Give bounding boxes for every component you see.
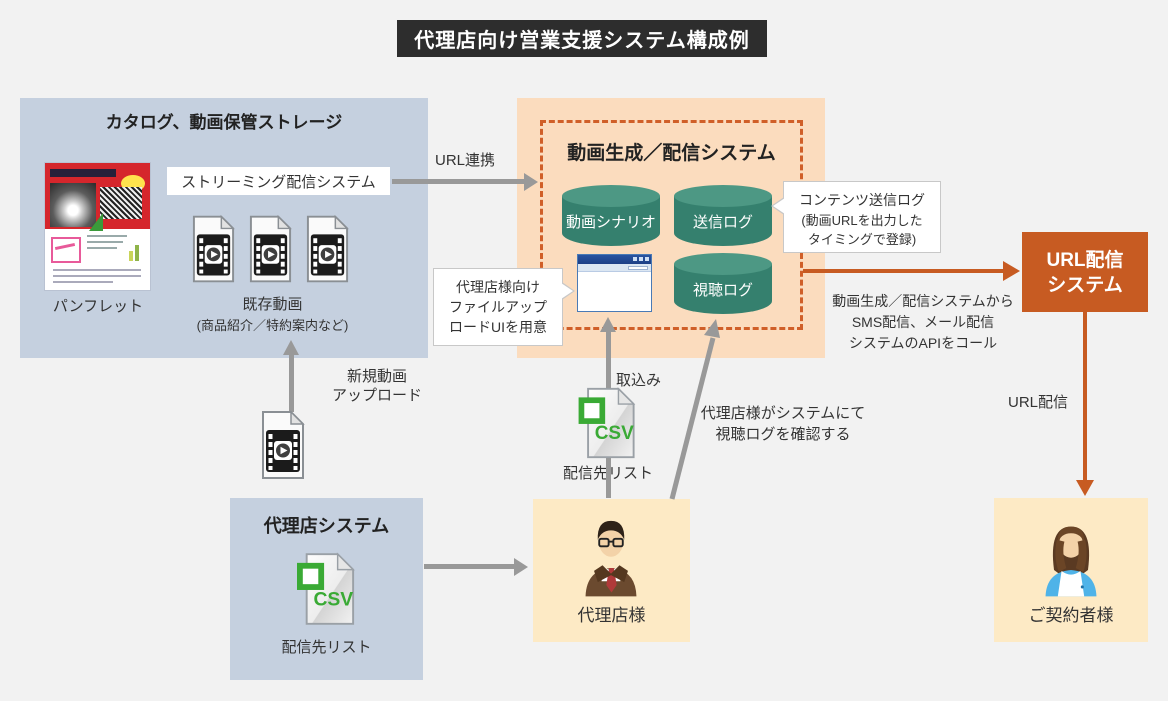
upload-ui-callout-line2: ファイルアップ <box>449 299 547 315</box>
pamphlet-art <box>87 241 123 243</box>
video-file-icon <box>306 214 349 283</box>
video-system-title: 動画生成／配信システム <box>567 143 776 164</box>
db-video-scenario-label: 動画シナリオ <box>565 214 656 231</box>
pamphlet-art <box>53 281 113 283</box>
url-delivery-arrow-line <box>1083 312 1087 480</box>
window-close-icon <box>645 257 649 261</box>
upload-arrow-line <box>289 353 294 412</box>
view-log-note: 代理店様がシステムにて 視聴ログを確認する <box>688 403 878 445</box>
pamphlet-art <box>53 269 141 271</box>
api-call-note-line1: 動画生成／配信システムから <box>832 293 1014 309</box>
agent-person-icon <box>585 520 637 597</box>
pamphlet-art <box>89 213 103 231</box>
db-send-log-label: 送信ログ <box>692 214 753 231</box>
pamphlet-art <box>135 245 139 261</box>
agency-csv-label: 配信先リスト <box>281 639 372 656</box>
agent-label: 代理店様 <box>577 606 646 625</box>
agency-to-agent-arrow-line <box>424 564 514 569</box>
content-log-callout-line3: タイミングで登録) <box>807 232 917 247</box>
import-arrow-head <box>600 317 616 332</box>
upload-ui-callout: 代理店様向け ファイルアップ ロードUIを用意 <box>433 268 575 346</box>
api-call-arrow-line <box>803 269 1004 273</box>
view-log-note-line1: 代理店様がシステムにて <box>700 405 866 422</box>
db-view-log-label: 視聴ログ <box>692 282 753 299</box>
pamphlet-art <box>129 251 133 261</box>
streaming-system-label: ストリーミング配信システム <box>167 167 390 195</box>
url-system-label-line1: URL配信 <box>1046 250 1124 271</box>
pamphlet-image <box>45 163 150 290</box>
upload-ui-callout-line3: ロードUIを用意 <box>449 319 547 335</box>
pamphlet-art <box>50 169 116 177</box>
url-link-label: URL連携 <box>435 152 496 169</box>
api-call-note-line2: SMS配信、メール配信 <box>851 314 995 330</box>
new-video-upload-label: 新規動画 アップロード <box>322 367 432 405</box>
video-file-icon <box>192 214 235 283</box>
pamphlet-art <box>87 247 117 249</box>
import-label: 取込み <box>616 372 662 389</box>
window-maximize-icon <box>639 257 643 261</box>
url-delivery-label: URL配信 <box>1008 394 1069 411</box>
url-link-arrow-line <box>392 179 524 184</box>
window-title-bar <box>578 255 651 264</box>
agency-to-agent-arrow-head <box>514 558 528 576</box>
pamphlet-label: パンフレット <box>52 298 144 315</box>
agency-system-title: 代理店システム <box>263 516 390 536</box>
api-call-arrow-head <box>1003 261 1020 281</box>
storage-panel-title: カタログ、動画保管ストレージ <box>105 113 343 132</box>
content-log-callout-line1: コンテンツ送信ログ <box>799 192 925 208</box>
view-log-arrow <box>669 319 720 500</box>
new-video-upload-label-line2: アップロード <box>331 387 422 404</box>
video-file-icon <box>249 214 292 283</box>
csv-file-icon: CSV <box>297 552 355 625</box>
pamphlet-art <box>87 235 127 237</box>
db-view-log: 視聴ログ <box>674 253 772 314</box>
customer-person-icon <box>1045 526 1097 597</box>
url-system-box: URL配信 システム <box>1022 232 1148 312</box>
db-video-scenario: 動画シナリオ <box>562 185 660 246</box>
url-link-arrow-head <box>524 173 538 191</box>
existing-videos-label: 既存動画 <box>242 296 303 313</box>
pamphlet-art <box>50 183 96 227</box>
window-minimize-icon <box>633 257 637 261</box>
video-file-icon <box>262 410 305 479</box>
content-log-callout: コンテンツ送信ログ (動画URLを出力した タイミングで登録) <box>771 181 941 253</box>
api-call-note: 動画生成／配信システムから SMS配信、メール配信 システムのAPIをコール <box>823 291 1023 354</box>
diagram-title: 代理店向け営業支援システム構成例 <box>397 20 767 57</box>
url-system-label-line2: システム <box>1047 275 1123 296</box>
new-video-upload-label-line1: 新規動画 <box>346 368 407 385</box>
existing-videos-note: (商品紹介／特約案内など) <box>196 318 349 333</box>
view-log-note-line2: 視聴ログを確認する <box>715 426 851 443</box>
db-send-log: 送信ログ <box>674 185 772 246</box>
upload-ui-callout-line1: 代理店様向け <box>456 279 540 295</box>
pamphlet-art <box>51 237 81 263</box>
csv-file-icon: CSV <box>578 387 636 459</box>
url-delivery-arrow-head <box>1076 480 1094 496</box>
content-log-callout-line2: (動画URLを出力した <box>801 213 923 228</box>
csv-badge-text: CSV <box>595 423 634 444</box>
window-address-field <box>628 266 648 270</box>
api-call-note-line3: システムのAPIをコール <box>848 335 998 351</box>
customer-label: ご契約者様 <box>1028 606 1114 625</box>
csv-badge-text: CSV <box>313 588 353 610</box>
pamphlet-art <box>53 275 141 277</box>
pamphlet-art <box>100 187 142 219</box>
upload-ui-window-icon <box>577 254 652 312</box>
upload-arrow-head <box>283 340 299 355</box>
window-toolbar <box>578 264 651 272</box>
